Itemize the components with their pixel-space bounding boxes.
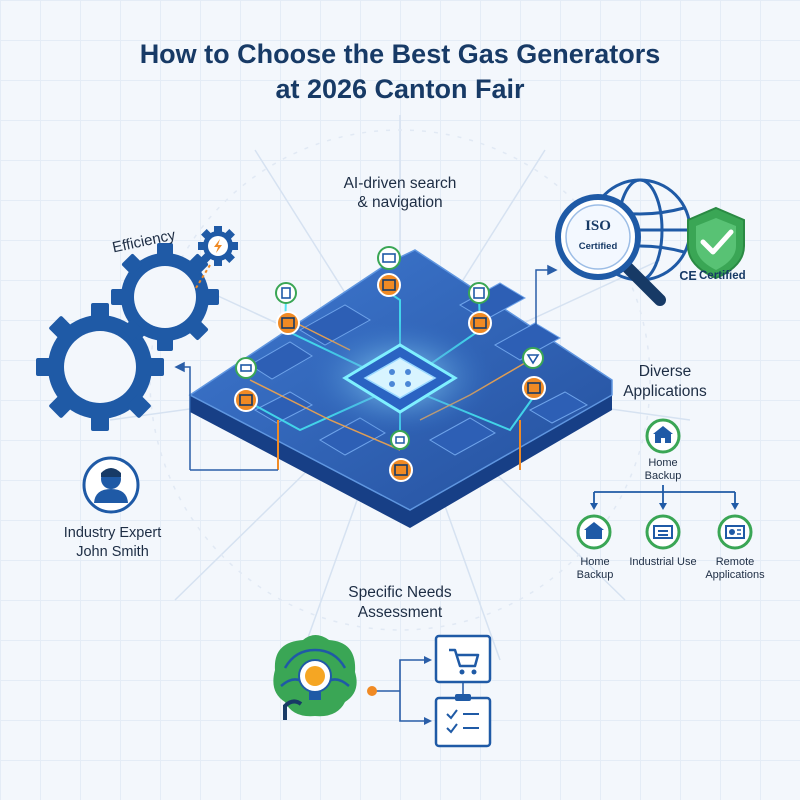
factory-icon — [645, 514, 681, 550]
iso-text: ISO — [585, 218, 611, 234]
ai-search-label-line-2: & navigation — [357, 194, 443, 211]
diverse-label-line-2: Applications — [623, 383, 707, 400]
title-line-1: How to Choose the Best Gas Generators — [139, 39, 661, 69]
shopping-cart-icon — [434, 634, 492, 684]
central-board — [188, 246, 613, 528]
needs-label-line-2: Assessment — [357, 604, 443, 621]
home-icon — [645, 418, 681, 454]
iso-certified-text: Certified — [578, 241, 618, 252]
title-line-2: at 2026 Canton Fair — [275, 74, 525, 104]
brain-bulb-icon — [273, 635, 357, 720]
app-home-backup-line-1: Home — [580, 556, 610, 568]
checklist-icon — [434, 694, 492, 748]
app-industrial-use: Industrial Use — [629, 556, 697, 568]
app-home-backup-line-2: Backup — [576, 569, 614, 581]
board-nodes — [234, 246, 546, 482]
connector-dot — [367, 686, 377, 696]
home-icon — [576, 514, 612, 550]
expert-name-line-2: John Smith — [76, 544, 149, 560]
app-root-line-1: Home — [648, 457, 678, 469]
avatar — [82, 456, 140, 514]
ai-search-label-line-1: AI-driven search — [343, 175, 457, 192]
gear-icon — [36, 226, 238, 431]
iso-magnifier-icon — [555, 178, 692, 306]
applications-tree — [576, 418, 753, 550]
needs-label-line-1: Specific Needs — [348, 584, 452, 601]
ce-certified-text: Certified — [699, 270, 746, 282]
app-remote-line-2: Applications — [705, 569, 765, 581]
ce-mark: CE — [679, 269, 697, 283]
expert-name-line-1: Industry Expert — [63, 525, 162, 541]
connector-lines — [174, 264, 558, 471]
app-remote-line-1: Remote — [715, 556, 755, 568]
app-root-line-2: Backup — [644, 470, 682, 482]
generator-icon — [717, 514, 753, 550]
ce-shield-icon — [687, 206, 745, 280]
diverse-label-line-1: Diverse — [638, 363, 692, 380]
